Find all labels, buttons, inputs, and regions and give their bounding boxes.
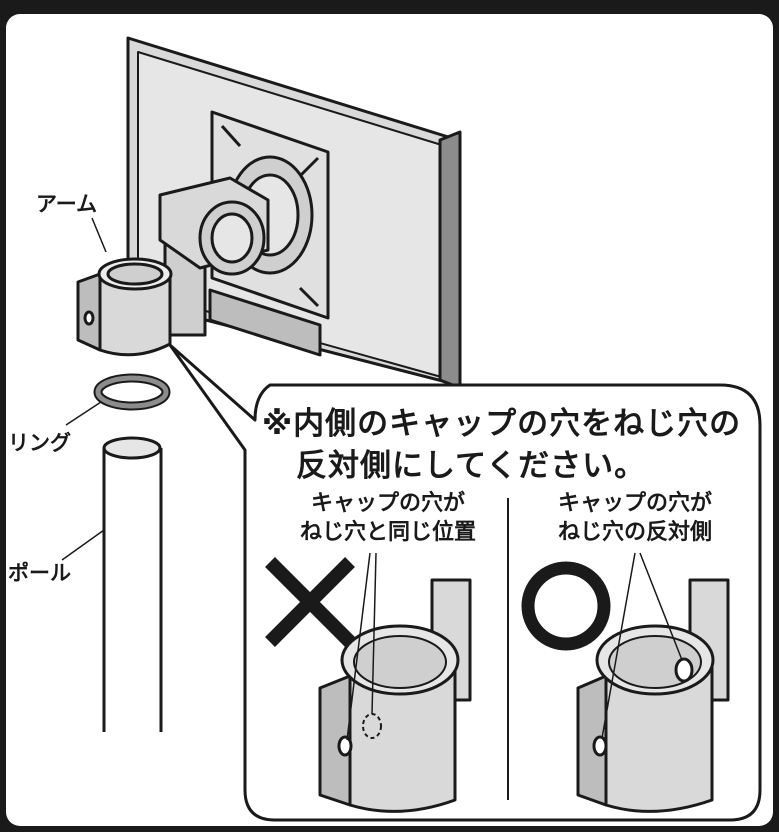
collar-screw-hole	[83, 310, 95, 326]
wrong-collar-opening	[353, 635, 447, 689]
collar-opening	[106, 262, 164, 286]
callout-line-2: 反対側にしてください。	[296, 448, 647, 484]
wrong-screw-hole	[337, 735, 353, 757]
wrong-pointer-a	[346, 552, 371, 741]
wrong-collar-front	[348, 658, 457, 813]
vesa-slot	[220, 124, 242, 148]
leader-lines	[61, 217, 107, 561]
vesa-slot	[298, 156, 320, 178]
arm-hinge-disc-inner	[210, 212, 254, 264]
correct-collar-front	[604, 658, 714, 813]
arm-leader	[91, 217, 107, 253]
monitor-stand-recess	[208, 288, 322, 357]
arm-label: アーム	[36, 192, 98, 216]
correct-cap-hole	[674, 657, 694, 683]
vesa-slot	[298, 286, 320, 308]
correct-caption-line-1: キャップの穴が	[557, 491, 712, 516]
arm-assembly	[76, 176, 270, 357]
correct-caption: キャップの穴が ねじ穴の反対側	[530, 490, 740, 547]
wrong-example	[318, 552, 472, 813]
cross-mark-icon	[265, 557, 355, 647]
monitor-side-edge	[438, 130, 462, 390]
correct-pointer-b	[639, 552, 683, 661]
correct-screw-hole	[592, 735, 608, 757]
wrong-pointer-b	[371, 552, 377, 715]
circle-mark-icon	[521, 561, 611, 651]
ring-label: リング	[8, 431, 71, 455]
wrong-caption-line-1: キャップの穴が	[310, 491, 465, 516]
correct-pointer-a	[601, 552, 636, 739]
ring-shade	[95, 375, 169, 409]
correct-caption-line-2: ねじ穴の反対側	[557, 519, 712, 545]
wrong-caption: キャップの穴が ねじ穴と同じ位置	[278, 490, 498, 547]
pole-shape	[102, 436, 163, 732]
pole-label: ポール	[8, 561, 71, 585]
ring-leader	[65, 399, 105, 426]
correct-example	[576, 552, 730, 813]
wrong-caption-line-2: ねじ穴と同じ位置	[299, 519, 476, 545]
callout-line-1: ※内側のキャップの穴をねじ穴の	[262, 406, 742, 442]
pole-leader	[61, 529, 105, 561]
